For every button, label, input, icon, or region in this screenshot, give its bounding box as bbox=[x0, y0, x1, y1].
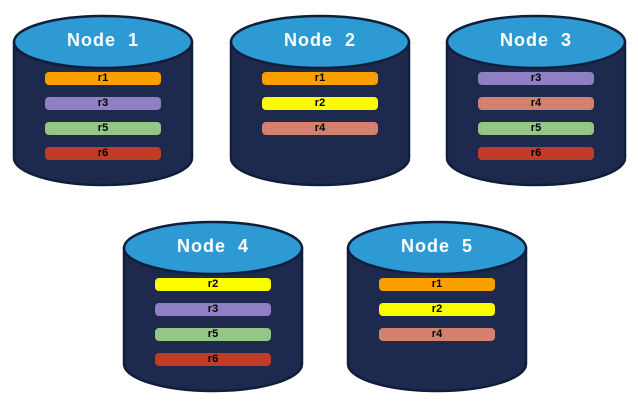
node-cylinder: Node 5 r1 r2 r4 bbox=[344, 214, 530, 396]
node-title: Node 5 bbox=[400, 236, 473, 256]
replica-bar-r6: r6 bbox=[155, 353, 271, 366]
replica-list: r1 r2 r4 bbox=[344, 278, 530, 341]
replica-bar-r2: r2 bbox=[262, 97, 378, 110]
replica-list: r1 r2 r4 bbox=[227, 72, 413, 135]
replica-bar-r2: r2 bbox=[155, 278, 271, 291]
replica-bar-r3: r3 bbox=[478, 72, 594, 85]
replica-bar-r3: r3 bbox=[45, 97, 161, 110]
replica-bar-r1: r1 bbox=[45, 72, 161, 85]
replica-bar-r4: r4 bbox=[262, 122, 378, 135]
node-title: Node 4 bbox=[176, 236, 249, 256]
replica-list: r3 r4 r5 r6 bbox=[443, 72, 629, 160]
replica-bar-r3: r3 bbox=[155, 303, 271, 316]
replica-bar-r4: r4 bbox=[379, 328, 495, 341]
node-title: Node 3 bbox=[499, 30, 572, 50]
replica-bar-r6: r6 bbox=[478, 147, 594, 160]
node-cylinder: Node 4 r2 r3 r5 r6 bbox=[120, 214, 306, 396]
replica-list: r2 r3 r5 r6 bbox=[120, 278, 306, 366]
node-title: Node 2 bbox=[283, 30, 356, 50]
node-cylinder: Node 1 r1 r3 r5 r6 bbox=[10, 8, 196, 190]
replica-list: r1 r3 r5 r6 bbox=[10, 72, 196, 160]
replica-bar-r5: r5 bbox=[45, 122, 161, 135]
replica-bar-r1: r1 bbox=[262, 72, 378, 85]
replica-bar-r2: r2 bbox=[379, 303, 495, 316]
replica-bar-r6: r6 bbox=[45, 147, 161, 160]
node-title: Node 1 bbox=[66, 30, 139, 50]
node-cylinder: Node 2 r1 r2 r4 bbox=[227, 8, 413, 190]
replica-bar-r5: r5 bbox=[478, 122, 594, 135]
replica-bar-r5: r5 bbox=[155, 328, 271, 341]
replica-bar-r4: r4 bbox=[478, 97, 594, 110]
node-cylinder: Node 3 r3 r4 r5 r6 bbox=[443, 8, 629, 190]
replica-bar-r1: r1 bbox=[379, 278, 495, 291]
